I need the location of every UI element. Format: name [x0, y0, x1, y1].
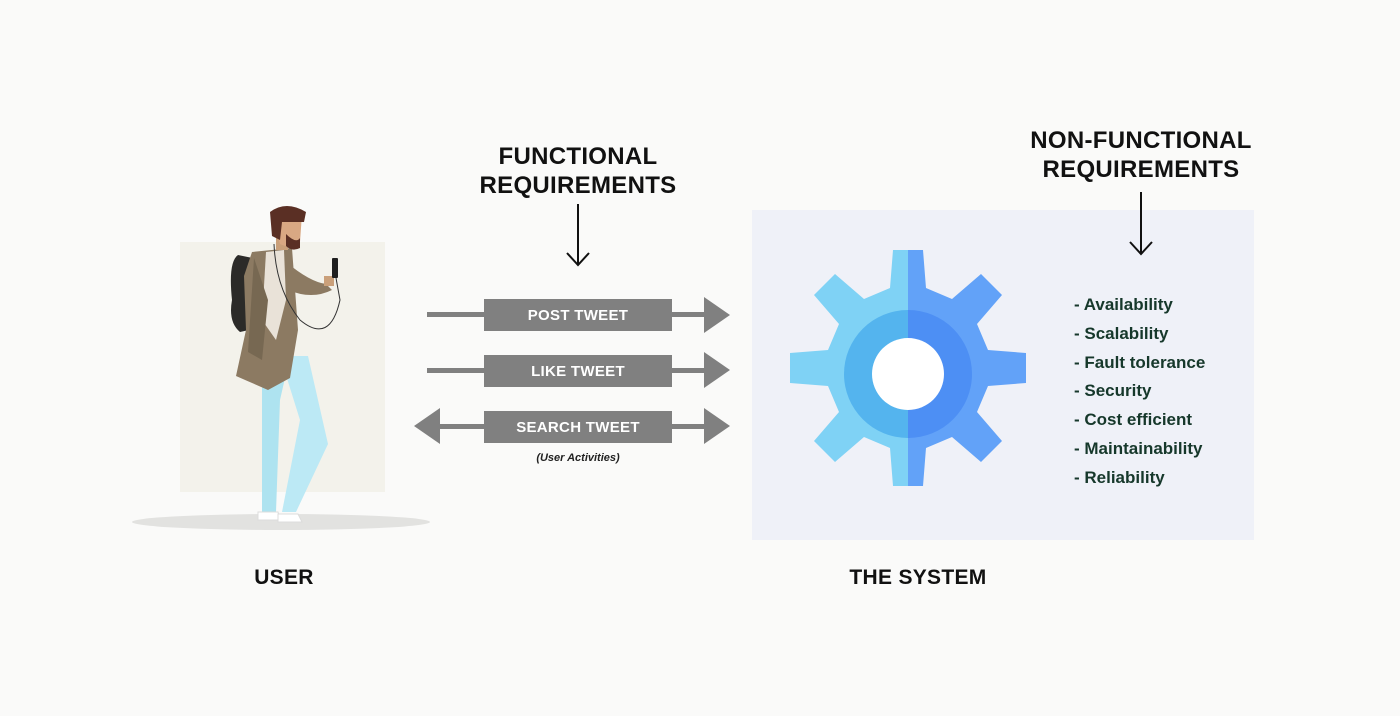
functional-requirements-heading: FUNCTIONAL REQUIREMENTS [448, 142, 708, 200]
functional-heading-line-2: REQUIREMENTS [479, 172, 677, 199]
non-functional-down-arrow [1129, 192, 1153, 256]
requirement-item: - Scalability [1074, 323, 1169, 343]
search-tweet-arrow [414, 408, 730, 444]
requirement-item: - Fault tolerance [1074, 352, 1206, 372]
non-functional-heading-line-2: REQUIREMENTS [1042, 156, 1240, 183]
gear-icon [790, 250, 1026, 486]
non-functional-requirements-heading: NON-FUNCTIONAL REQUIREMENTS [1000, 126, 1282, 184]
requirement-item: - Maintainability [1074, 438, 1203, 458]
like-tweet-arrow [427, 352, 730, 388]
requirement-item: - Availability [1074, 295, 1173, 314]
post-tweet-arrow [427, 297, 730, 333]
system-label: THE SYSTEM [849, 566, 987, 589]
requirement-item: - Cost efficient [1074, 410, 1193, 430]
requirement-item: - Reliability [1074, 467, 1165, 487]
functional-down-arrow [566, 204, 590, 267]
non-functional-requirements-list: - Availability - Scalability - Fault tol… [1074, 291, 1205, 493]
user-label: USER [254, 566, 314, 589]
functional-heading-line-1: FUNCTIONAL [498, 143, 658, 170]
like-tweet-label: LIKE TWEET [484, 355, 672, 387]
person-with-phone-illustration [230, 206, 341, 523]
post-tweet-label: POST TWEET [484, 299, 672, 331]
user-activities-note: (User Activities) [536, 452, 620, 464]
search-tweet-label: SEARCH TWEET [484, 411, 672, 443]
requirement-item: - Security [1074, 381, 1152, 401]
non-functional-heading-line-1: NON-FUNCTIONAL [1030, 127, 1252, 154]
